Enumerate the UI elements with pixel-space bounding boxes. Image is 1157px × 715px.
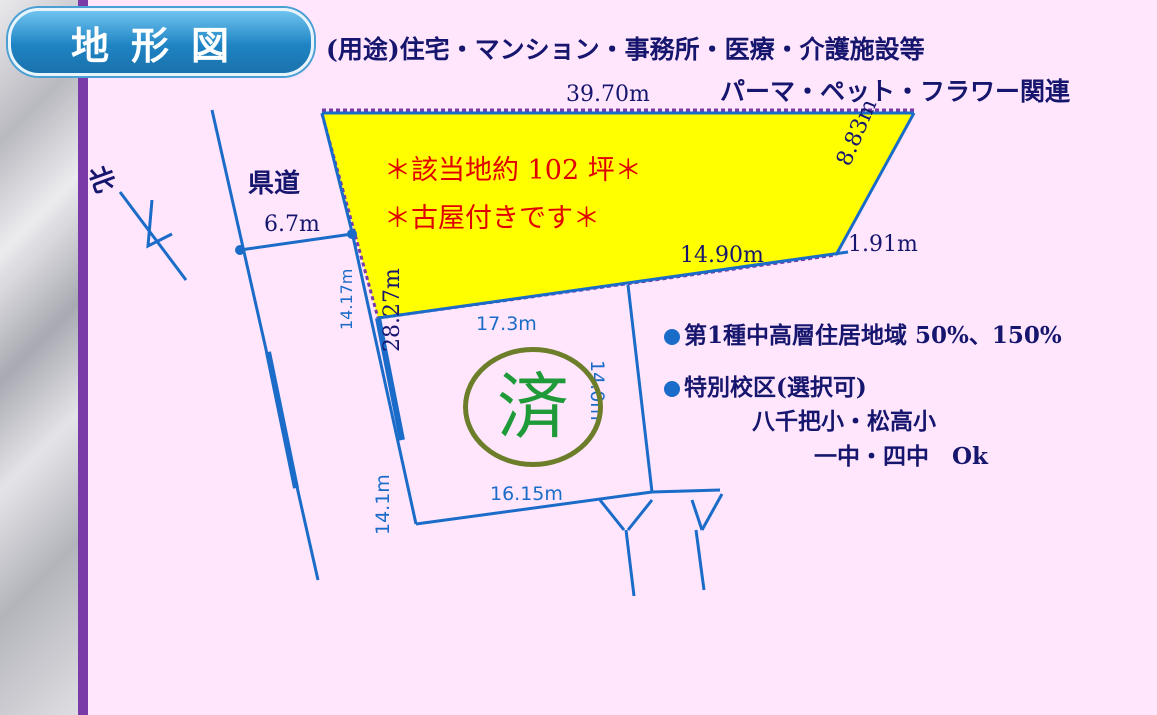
road-marker-right <box>347 229 357 239</box>
road-label: 県道 <box>248 169 301 199</box>
road-marker-left <box>235 245 245 255</box>
north-arrow-head <box>146 199 173 249</box>
bullet-icon <box>664 329 680 345</box>
dimension-road-width: 6.7m <box>264 212 320 237</box>
north-arrow-icon <box>118 191 188 281</box>
dimension-road-side: 14.17m <box>337 268 356 330</box>
zoning-text: 第1種中高層住居地域 50%、150% <box>684 322 1062 349</box>
lane-line-6 <box>694 529 706 591</box>
note-area: ＊該当地約 102 坪＊ <box>384 155 642 186</box>
dimension-lot-bottom: 16.15m <box>490 483 563 505</box>
parcel-left-edge <box>320 112 354 233</box>
parcel-bottom-edge <box>377 250 849 320</box>
school-primary: 八千把小・松高小 <box>752 408 936 435</box>
usage-description: (用途)住宅・マンション・事務所・医療・介護施設等 <box>326 35 925 64</box>
lane-line-4 <box>690 499 704 531</box>
dimension-bottom-edge: 14.90m <box>680 243 764 268</box>
road-line-right <box>350 231 418 525</box>
lane-line-2 <box>626 499 654 531</box>
dimension-top-edge: 39.70m <box>566 82 650 107</box>
page-title: 地形図 <box>8 8 314 76</box>
lot-bottom-extension <box>651 488 721 494</box>
purple-divider-bar <box>78 0 88 715</box>
dimension-lot-top: 17.3m <box>476 313 537 335</box>
lane-line-1 <box>598 499 626 531</box>
dimension-lot-left: 14.1m <box>372 474 394 535</box>
road-width-line <box>239 232 353 252</box>
highlighted-parcel <box>322 112 914 318</box>
lot-right-edge <box>626 284 654 493</box>
usage-description-2: パーマ・ペット・フラワー関連 <box>720 77 1071 106</box>
lane-line-5 <box>700 493 724 531</box>
school-district-text: 特別校区(選択可) <box>684 374 867 401</box>
school-district-info: 特別校区(選択可) <box>664 368 867 402</box>
road-line-left <box>210 109 320 581</box>
dimension-left-edge: 28.27m <box>380 268 405 352</box>
lot-bottom-edge <box>415 490 653 526</box>
road-thick-segment <box>265 351 299 489</box>
road-thick-segment-right <box>375 317 405 441</box>
stamp-character: 済 <box>496 365 569 449</box>
dimension-right-offset: 1.91m <box>848 232 918 257</box>
school-junior: 一中・四中 Ok <box>814 443 988 470</box>
zoning-info: 第1種中高層住居地域 50%、150% <box>664 316 1062 350</box>
bullet-icon <box>664 381 680 397</box>
lane-line-3 <box>624 529 636 597</box>
completed-stamp: 済 <box>463 347 603 467</box>
note-house: ＊古屋付きです＊ <box>384 203 600 234</box>
marble-texture-strip <box>0 0 78 715</box>
parcel-right-edge <box>834 112 916 256</box>
